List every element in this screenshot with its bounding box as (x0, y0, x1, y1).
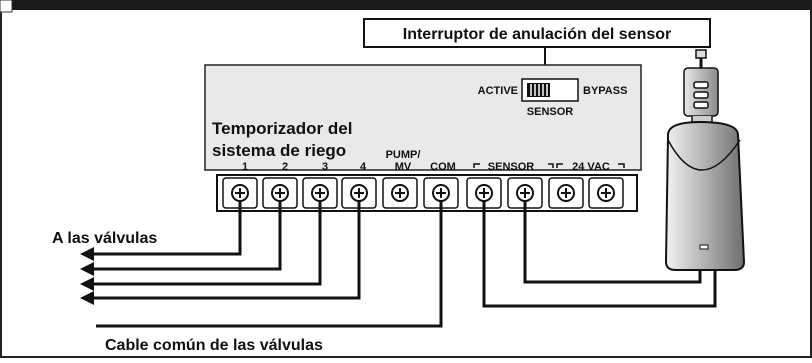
arrowhead-zone-4 (80, 291, 94, 305)
screw-cross-icon (436, 188, 446, 198)
screw-cross-icon (315, 188, 325, 198)
arrowhead-zone-2 (80, 262, 94, 276)
screw-cross-icon (520, 188, 530, 198)
terminal-label-com: COM (430, 161, 456, 173)
terminal-label-pump: PUMP/ (386, 149, 421, 161)
wire-zone-2 (92, 200, 282, 271)
sensor-bypass-switch[interactable] (521, 78, 579, 102)
arrowhead-zone-1 (80, 247, 94, 261)
terminal-label-sensor: SENSOR (488, 161, 535, 173)
wire-sensor-a (482, 200, 717, 308)
switch-bypass-label: BYPASS (583, 85, 627, 97)
wire-zone-4 (92, 200, 361, 300)
sensor-switch-callout: Interruptor de anulación del sensor (403, 26, 672, 43)
terminal-label-1: 1 (242, 161, 248, 173)
terminal-label-2: 2 (282, 161, 288, 173)
switch-active-label: ACTIVE (478, 85, 518, 97)
wire-zone-1 (92, 200, 242, 256)
valve-wires (92, 200, 717, 328)
terminal-brackets (473, 163, 625, 168)
timer-title-line1: Temporizador del (212, 119, 352, 138)
arrowhead-zone-3 (80, 277, 94, 291)
terminal-label-mv: MV (395, 161, 412, 173)
wire-zone-3 (92, 200, 322, 286)
terminal-group (222, 177, 624, 209)
sensor-indicator (699, 244, 709, 250)
screw-cross-icon (601, 188, 611, 198)
screw-cross-icon (561, 188, 571, 198)
sensor-switch-callout-box (363, 18, 711, 48)
screw-cross-icon (235, 188, 245, 198)
to-valves-label: A las válvulas (52, 230, 157, 247)
switch-sensor-label: SENSOR (527, 106, 574, 118)
screw-cross-icon (479, 188, 489, 198)
top-left-corner-box (0, 0, 13, 13)
screw-cross-icon (275, 188, 285, 198)
wire-common (96, 200, 443, 328)
common-wire-label: Cable común de las válvulas (105, 337, 323, 354)
top-bar (0, 0, 812, 10)
terminal-label-24vac: 24 VAC (572, 161, 610, 173)
screw-cross-icon (395, 188, 405, 198)
screw-cross-icon (354, 188, 364, 198)
wire-sensor-b (523, 200, 702, 284)
terminal-label-3: 3 (322, 161, 328, 173)
wire-arrowheads (80, 247, 94, 305)
terminal-label-4: 4 (360, 161, 367, 173)
timer-title-line2: sistema de riego (212, 141, 346, 160)
rain-sensor-device (664, 49, 746, 271)
